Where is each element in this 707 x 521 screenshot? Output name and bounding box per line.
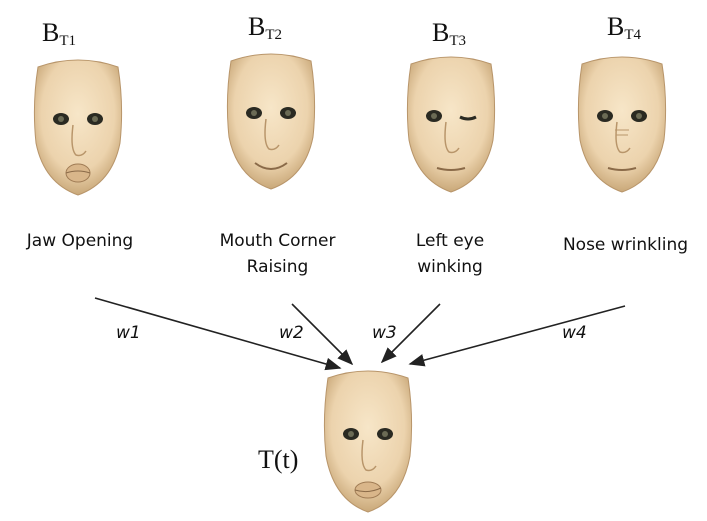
caption-line: Jaw Opening <box>26 231 134 251</box>
target-label: T(t) <box>258 445 299 474</box>
weight-w2: w2 <box>279 323 304 343</box>
caption-left-eye-winking: Left eye winking <box>395 228 505 280</box>
face-nose-wrinkling <box>577 56 667 193</box>
label-bt3-base: B <box>432 18 450 47</box>
label-bt4-base: B <box>607 12 625 41</box>
arrow-w3 <box>380 303 441 364</box>
face-target <box>323 370 413 513</box>
label-bt2-sub: T2 <box>265 27 283 43</box>
arrow-w4 <box>408 305 626 367</box>
caption-line: winking <box>417 257 483 277</box>
caption-line: Raising <box>246 257 309 277</box>
weight-w3: w3 <box>372 323 397 343</box>
caption-mouth-corner-raising: Mouth Corner Raising <box>200 228 355 280</box>
caption-jaw-opening: Jaw Opening <box>5 228 155 254</box>
caption-line: Nose wrinkling <box>562 235 689 255</box>
label-bt1: BT1 <box>42 20 76 49</box>
weight-w1: w1 <box>116 323 141 343</box>
label-bt2-base: B <box>248 12 266 41</box>
label-bt4-sub: T4 <box>624 27 642 43</box>
label-bt3-sub: T3 <box>449 33 467 49</box>
label-bt1-sub: T1 <box>59 33 77 49</box>
arrow-w1 <box>94 297 342 371</box>
caption-line: Left eye <box>415 231 485 251</box>
face-left-eye-winking <box>406 56 496 193</box>
face-jaw-opening <box>33 59 123 196</box>
weight-w4: w4 <box>562 323 587 343</box>
face-mouth-corner-raising <box>226 53 316 190</box>
caption-line: Mouth Corner <box>219 231 336 251</box>
label-bt4: BT4 <box>607 14 641 43</box>
caption-nose-wrinkling: Nose wrinkling <box>548 232 703 258</box>
arrow-w2 <box>291 303 354 366</box>
label-bt2: BT2 <box>248 14 282 43</box>
label-bt1-base: B <box>42 18 60 47</box>
label-bt3: BT3 <box>432 20 466 49</box>
